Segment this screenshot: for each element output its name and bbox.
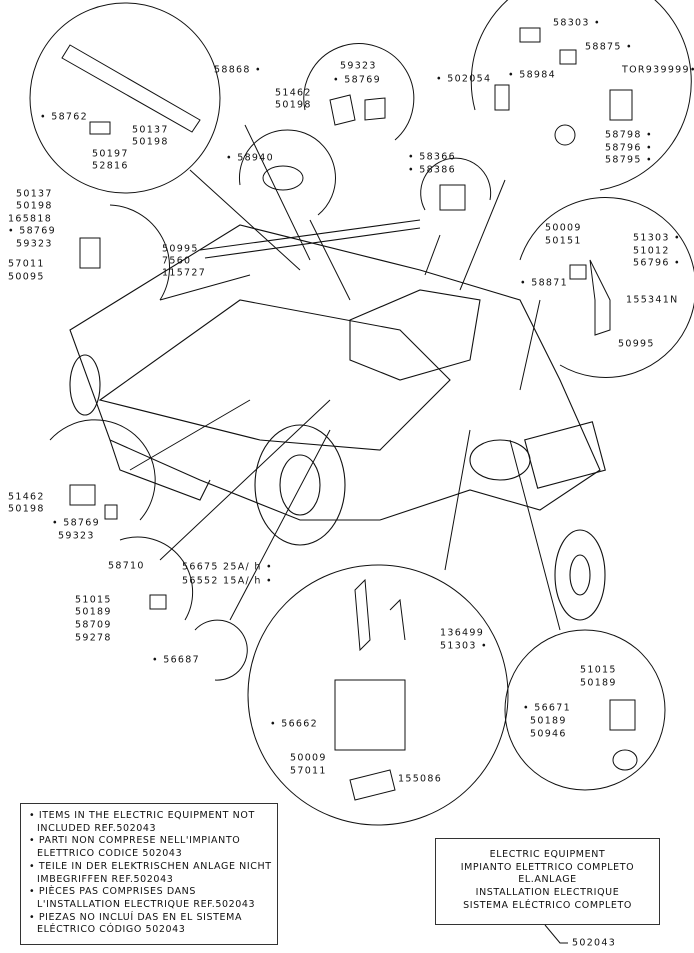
callout-label: 136499 [440, 627, 485, 639]
callout-label: 50189 [75, 606, 112, 618]
callout-label: 51015 [580, 664, 617, 676]
detail-circle-battery [247, 564, 509, 826]
note-line: • PIÈCES PAS COMPRISES DANS L'INSTALLATI… [29, 886, 256, 910]
callout-label: • 58366 [408, 151, 456, 163]
callout-label: 58868 • [214, 64, 262, 76]
detail-circle-58366 [420, 157, 492, 211]
note-line: • ITEMS IN THE ELECTRIC EQUIPMENT NOT IN… [29, 810, 255, 834]
callout-label: 58710 [108, 560, 145, 572]
detail-circle-lower-switch [49, 419, 156, 521]
callout-label: 51012 [633, 245, 670, 257]
callout-label: 57011 [8, 258, 45, 270]
note-line: • PARTI NON COMPRESE NELL'IMPIANTO ELETT… [29, 835, 241, 860]
callout-label: 59323 [16, 238, 53, 250]
note-line: • PIEZAS NO INCLUÍ DAS EN EL SISTEMA ELÉ… [29, 911, 243, 936]
callout-label: 50095 [8, 271, 45, 283]
callout-label: 56675 25A/ h • [182, 561, 273, 573]
detail-circle-fuses [119, 536, 194, 621]
callout-label: • 58769 [52, 517, 100, 529]
callout-label: • 56671 [523, 702, 571, 714]
callout-label: 50189 [530, 715, 567, 727]
callout-label: 50137 [16, 188, 53, 200]
detail-circle-seat-switch [519, 197, 694, 378]
note-line: • TEILE IN DER ELEKTRISCHEN ANLAGE NICHT… [29, 860, 272, 885]
equipment-line: EL.ANLAGE [518, 874, 577, 886]
detail-circle-brackets [109, 204, 170, 301]
not-included-note: • ITEMS IN THE ELECTRIC EQUIPMENT NOT IN… [20, 803, 278, 945]
callout-label: 50189 [580, 677, 617, 689]
callout-label: 51015 [75, 594, 112, 606]
callout-label: • 58984 [508, 69, 556, 81]
callout-label: 50198 [16, 200, 53, 212]
callout-label: 59278 [75, 632, 112, 644]
equipment-line: SISTEMA ELÉCTRICO COMPLETO [463, 899, 632, 911]
callout-label: 51462 [8, 491, 45, 503]
detail-circle-sensor [504, 629, 666, 791]
callout-label: • 502054 [436, 73, 492, 85]
callout-label: 50995 [618, 338, 655, 350]
equipment-line: ELECTRIC EQUIPMENT [489, 849, 606, 860]
callout-label: 58795 • [605, 154, 653, 166]
callout-label: • 58762 [40, 111, 88, 123]
callout-label: 51462 [275, 87, 312, 99]
callout-label: • 56662 [270, 718, 318, 730]
callout-label: 59323 [58, 530, 95, 542]
callout-label: 50137 [132, 124, 169, 136]
callout-label: 58798 • [605, 129, 653, 141]
detail-circle-actuator [29, 2, 221, 194]
callout-label: • 58769 [8, 225, 56, 237]
callout-label: 58303 • [553, 17, 601, 29]
detail-circle-56687 [194, 619, 248, 681]
callout-label: 50009 [545, 222, 582, 234]
callout-label: • 58769 [333, 74, 381, 86]
callout-label: 57011 [290, 765, 327, 777]
callout-label: 58875 • [585, 41, 633, 53]
detail-circle-switches [470, 0, 692, 191]
callout-label: • 58940 [226, 152, 274, 164]
callout-label: 51303 • [633, 232, 681, 244]
mower-illustration [69, 219, 606, 621]
callout-label: 50995 [162, 243, 199, 255]
callout-label: 51303 • [440, 640, 488, 652]
callout-label: 155341N [626, 294, 679, 306]
detail-circle-58940 [238, 129, 336, 216]
callout-label: • 56687 [152, 654, 200, 666]
callout-label: 7560 [162, 255, 192, 267]
callout-label: 50198 [275, 99, 312, 111]
callout-label: 115727 [162, 267, 207, 279]
callout-label: 50946 [530, 728, 567, 740]
callout-label: 59323 [340, 60, 377, 72]
callout-label: 50151 [545, 235, 582, 247]
callout-label: • 58386 [408, 164, 456, 176]
callout-label: TOR939999• [622, 64, 694, 76]
equipment-line: INSTALLATION ELECTRIQUE [475, 887, 620, 899]
equipment-ref: 502043 [572, 937, 617, 949]
callout-label: 165818 [8, 213, 53, 225]
callout-label: 50197 [92, 148, 129, 160]
callout-label: 155086 [398, 773, 443, 785]
detail-circle-switch-bracket [303, 43, 415, 141]
callout-label: 58709 [75, 619, 112, 631]
callout-label: • 58871 [520, 277, 568, 289]
callout-label: 50198 [132, 136, 169, 148]
callout-label: 50009 [290, 752, 327, 764]
equipment-line: IMPIANTO ELETTRICO COMPLETO [460, 861, 635, 873]
callout-label: 56552 15A/ h • [182, 575, 273, 587]
leader-lines [129, 124, 561, 631]
callout-label: 56796 • [633, 257, 681, 269]
electric-equipment-box: ELECTRIC EQUIPMENT IMPIANTO ELETTRICO CO… [435, 838, 660, 925]
callout-label: 50198 [8, 503, 45, 515]
callout-label: 58796 • [605, 142, 653, 154]
callout-label: 52816 [92, 160, 129, 172]
part-sketches [61, 27, 638, 801]
